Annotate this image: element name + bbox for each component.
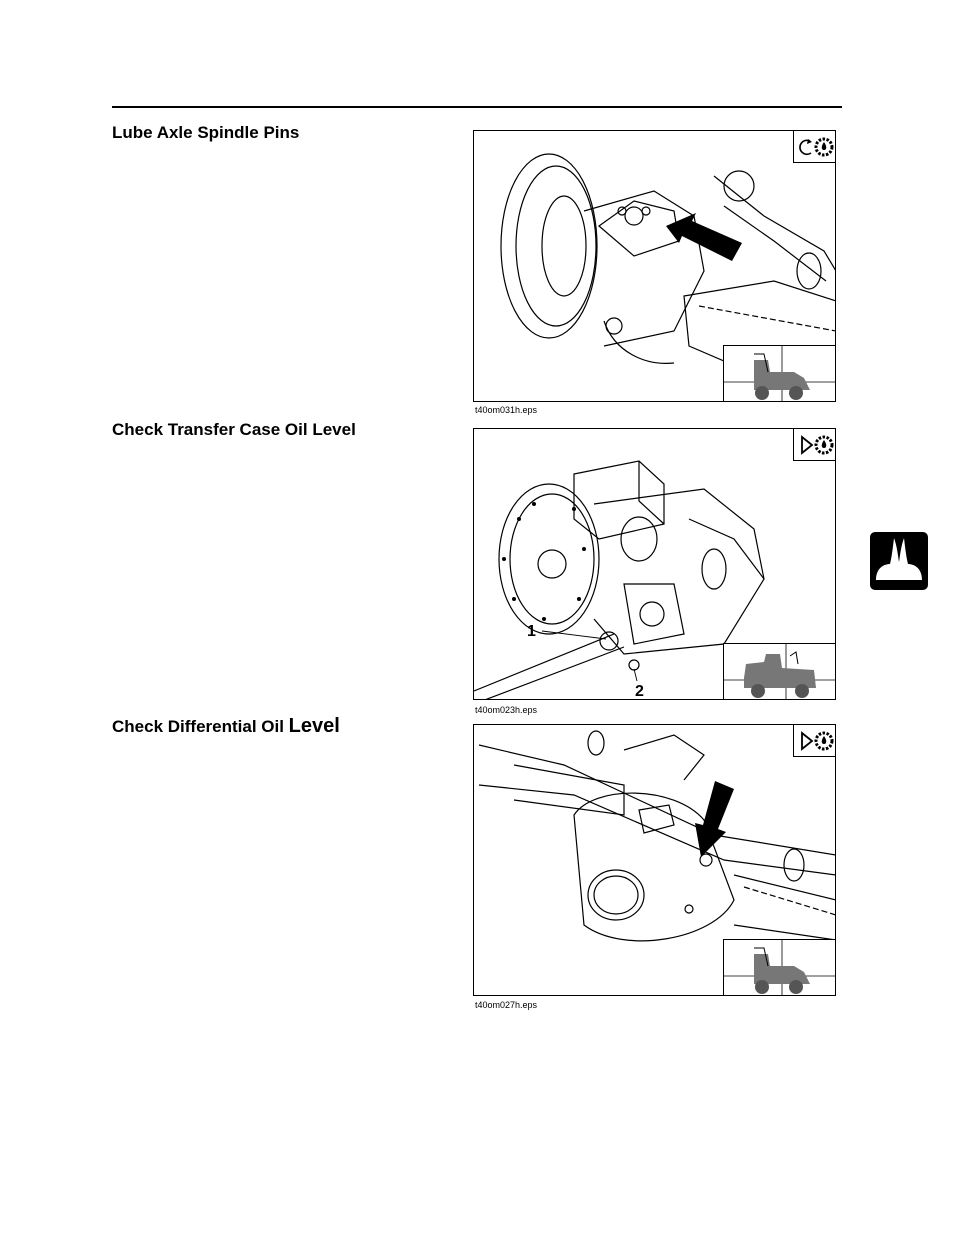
section-heading-lube-axle-spindle-pins: Lube Axle Spindle Pins	[112, 123, 300, 142]
oil-drop-gear-icon	[814, 137, 834, 157]
heading-text: Check Differential Oil	[112, 717, 289, 736]
service-interval-badge	[793, 725, 835, 757]
transfer-case-illustration	[474, 460, 765, 699]
section-tab	[870, 532, 928, 590]
figure-transfer-case	[473, 428, 836, 700]
heading-text-large: Level	[288, 715, 340, 737]
machine-location-inset	[723, 643, 835, 699]
oil-drop-gear-icon	[814, 435, 834, 455]
section-heading-differential-oil-level: Check Differential Oil Level	[112, 715, 340, 738]
figure-caption: t40om027h.eps	[475, 1000, 538, 1010]
machine-silhouette-icon	[724, 346, 835, 401]
rotate-icon	[799, 139, 812, 156]
differential-illustration	[478, 730, 835, 942]
machine-location-inset	[723, 345, 835, 401]
axle-spindle-illustration	[500, 153, 835, 364]
callout-1: 1	[527, 623, 536, 640]
figure-differential	[473, 724, 836, 996]
service-interval-badge	[793, 429, 835, 461]
figure-caption: t40om023h.eps	[475, 705, 538, 715]
oil-drop-gear-icon	[814, 731, 834, 751]
machine-location-inset	[723, 939, 835, 995]
play-icon	[801, 435, 814, 455]
fluid-drops-icon	[876, 538, 922, 580]
play-icon	[801, 731, 814, 751]
figure-caption: t40om031h.eps	[475, 405, 538, 415]
header-rule	[112, 106, 842, 108]
figure-axle-spindle	[473, 130, 836, 402]
section-heading-transfer-case-oil-level: Check Transfer Case Oil Level	[112, 420, 356, 439]
machine-silhouette-icon	[724, 644, 835, 699]
callout-2: 2	[635, 683, 644, 700]
service-interval-badge	[793, 131, 835, 163]
machine-silhouette-icon	[724, 940, 835, 995]
